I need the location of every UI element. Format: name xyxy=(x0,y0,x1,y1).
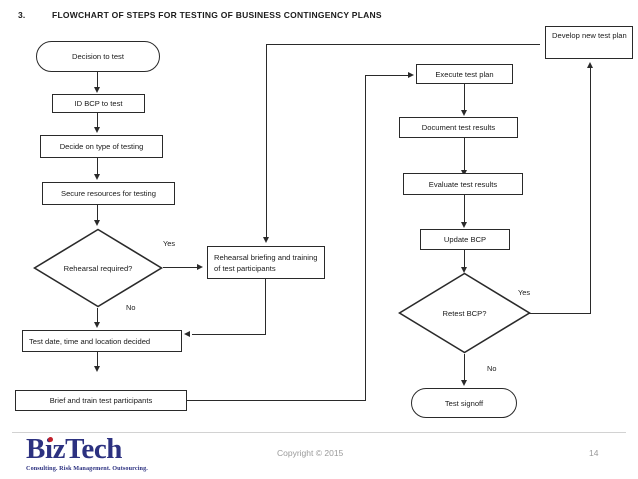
diamond-shape-retest xyxy=(398,272,531,354)
edge-decidetype-to-secure xyxy=(97,158,99,175)
edge-label-rehearsal-yes: Yes xyxy=(163,239,176,248)
edge-brief-to-execute-h1 xyxy=(187,400,366,402)
biztech-logo: BizTech Consulting. Risk Management. Out… xyxy=(26,435,148,473)
node-retest-bcp[interactable]: Retest BCP? xyxy=(398,272,531,354)
edge-brief-to-execute-h2 xyxy=(365,75,410,77)
edge-briefing-to-testdate-h xyxy=(192,334,266,336)
biztech-logo-wordmark: BizTech xyxy=(26,435,148,464)
slide-title: FLOWCHART OF STEPS FOR TESTING OF BUSINE… xyxy=(52,10,382,20)
node-rehearsal-required[interactable]: Rehearsal required? xyxy=(33,228,163,308)
node-rehearsal-required-label: Rehearsal required? xyxy=(63,263,133,273)
diamond-shape-rehearsal xyxy=(33,228,163,308)
page-number: 14 xyxy=(589,448,599,458)
arrowhead-down-briefing xyxy=(263,237,269,243)
arrowhead-right-rehearsal-briefing xyxy=(197,264,203,270)
node-execute-test-plan[interactable]: Execute test plan xyxy=(416,64,513,84)
biztech-logo-tagline: Consulting. Risk Management. Outsourcing… xyxy=(26,465,148,472)
biztech-logo-red-dot xyxy=(48,437,53,442)
edge-label-rehearsal-no: No xyxy=(126,303,136,312)
arrowhead-down-brief xyxy=(94,366,100,372)
node-brief-and-train-participants[interactable]: Brief and train test participants xyxy=(15,390,187,411)
node-id-bcp-to-test[interactable]: ID BCP to test xyxy=(52,94,145,113)
arrowhead-down-decidetype xyxy=(94,127,100,133)
arrowhead-down-rehearsal xyxy=(94,220,100,226)
edge-rehearsal-no-line xyxy=(97,308,99,323)
edge-rehearsal-yes-line xyxy=(163,267,198,269)
node-evaluate-test-results[interactable]: Evaluate test results xyxy=(403,173,523,195)
node-decide-on-type-of-testing[interactable]: Decide on type of testing xyxy=(40,135,163,158)
edge-evaluate-to-update xyxy=(464,195,466,223)
edge-secure-to-rehearsal xyxy=(97,205,99,221)
arrowhead-right-execute-plan xyxy=(408,72,414,78)
node-test-signoff[interactable]: Test signoff xyxy=(411,388,517,418)
arrowhead-down-document xyxy=(461,110,467,116)
slide-number: 3. xyxy=(18,10,26,20)
node-develop-new-test-plan[interactable]: Develop new test plan xyxy=(545,26,633,59)
edge-idbcp-to-decidetype xyxy=(97,113,99,128)
edge-develop-to-briefing-h xyxy=(266,44,540,46)
arrowhead-left-testdate xyxy=(184,331,190,337)
edge-execute-to-document xyxy=(464,84,466,111)
edge-update-to-retest xyxy=(464,250,466,268)
node-decision-to-test[interactable]: Decision to test xyxy=(36,41,160,72)
node-secure-resources-for-testing[interactable]: Secure resources for testing xyxy=(42,182,175,205)
edge-briefing-to-testdate-v xyxy=(265,279,267,335)
footer-divider xyxy=(12,432,626,433)
edge-label-retest-yes: Yes xyxy=(518,288,531,297)
node-test-date-time-location[interactable]: Test date, time and location decided xyxy=(22,330,182,352)
arrowhead-down-update xyxy=(461,222,467,228)
edge-develop-to-briefing-v xyxy=(266,44,268,238)
edge-testdate-to-brief xyxy=(97,352,99,367)
edge-decision-to-idbcp xyxy=(97,72,99,88)
edge-retest-yes-h xyxy=(528,313,591,315)
arrowhead-down-testdate xyxy=(94,322,100,328)
node-rehearsal-briefing-training[interactable]: Rehearsal briefing and training of test … xyxy=(207,246,325,279)
node-retest-bcp-label: Retest BCP? xyxy=(442,308,487,318)
edge-retest-no-line xyxy=(464,354,466,381)
copyright-text: Copyright © 2015 xyxy=(277,448,344,458)
edge-document-to-evaluate xyxy=(464,138,466,171)
arrowhead-up-develop-plan xyxy=(587,62,593,68)
edge-label-retest-no: No xyxy=(487,364,497,373)
node-update-bcp[interactable]: Update BCP xyxy=(420,229,510,250)
edge-brief-to-execute-v xyxy=(365,75,367,401)
edge-retest-yes-v xyxy=(590,68,592,313)
arrowhead-down-secure xyxy=(94,174,100,180)
node-document-test-results[interactable]: Document test results xyxy=(399,117,518,138)
arrowhead-down-signoff xyxy=(461,380,467,386)
biztech-logo-text: BizTech xyxy=(26,433,123,465)
arrowhead-down-retest xyxy=(461,267,467,273)
arrowhead-down-idbcp xyxy=(94,87,100,93)
